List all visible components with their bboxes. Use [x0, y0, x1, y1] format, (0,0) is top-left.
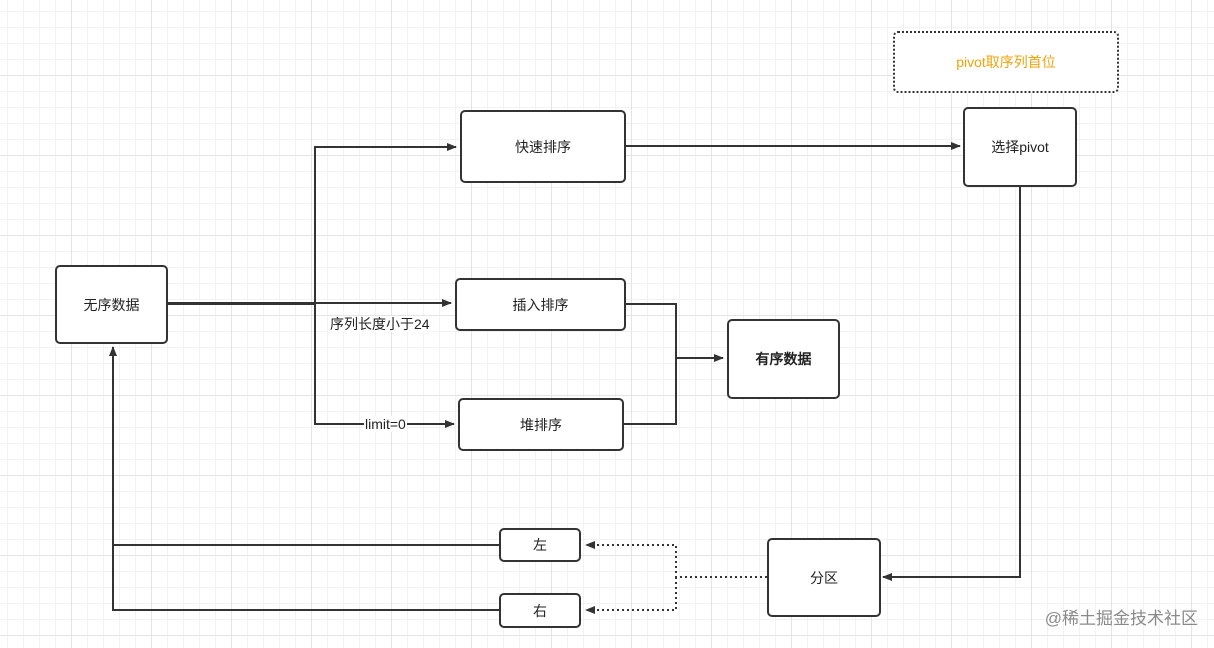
edge-label-limit: limit=0 [364, 416, 407, 432]
node-left[interactable]: 左 [499, 528, 581, 562]
edge-partition-to-right [585, 577, 677, 614]
edge-heap-to-sorted [624, 358, 677, 425]
node-heap-sort[interactable]: 堆排序 [458, 398, 624, 451]
node-label: 堆排序 [520, 416, 562, 433]
node-partition[interactable]: 分区 [767, 538, 881, 617]
node-insertion-sort[interactable]: 插入排序 [455, 278, 626, 331]
node-label: 无序数据 [83, 296, 140, 313]
node-right[interactable]: 右 [499, 593, 581, 628]
edge-insertion-to-sorted [626, 303, 724, 362]
note-pivot-first[interactable]: pivot取序列首位 [893, 31, 1119, 93]
node-label: 插入排序 [512, 296, 569, 313]
edge-left-to-unsorted [109, 346, 499, 546]
node-label: 左 [533, 537, 547, 553]
node-label: 选择pivot [991, 139, 1049, 155]
node-quick-sort[interactable]: 快速排序 [460, 110, 626, 183]
note-text: pivot取序列首位 [956, 54, 1056, 70]
edge-right-to-unsorted [112, 545, 499, 611]
node-label: 分区 [810, 569, 838, 586]
watermark: @稀土掘金技术社区 [1044, 609, 1198, 628]
node-label: 右 [533, 602, 547, 619]
edge-label-seq-length: 序列长度小于24 [329, 316, 431, 332]
edge-unsorted-to-heap [314, 304, 455, 428]
node-select-pivot[interactable]: 选择pivot [963, 107, 1077, 187]
edge-partition-to-left [585, 541, 767, 578]
node-unsorted-data[interactable]: 无序数据 [55, 265, 168, 344]
edge-pivot-to-partition [882, 187, 1021, 581]
node-sorted-data[interactable]: 有序数据 [727, 319, 840, 399]
edge-unsorted-to-quick [168, 143, 457, 305]
node-label: 快速排序 [515, 138, 571, 155]
node-label: 有序数据 [755, 351, 812, 367]
